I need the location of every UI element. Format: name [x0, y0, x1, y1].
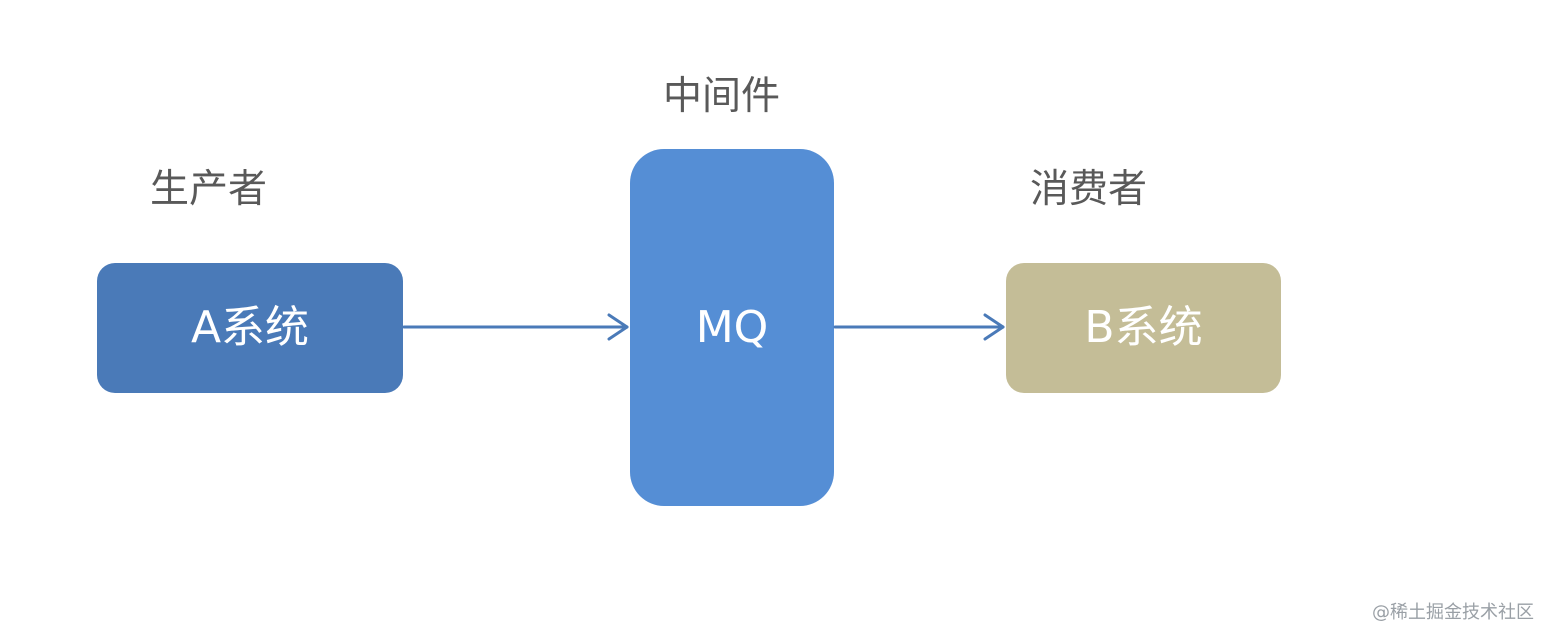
producer-label: 生产者 [150, 167, 268, 212]
middleware-label: 中间件 [663, 74, 781, 119]
b-system-node: B系统 [1006, 263, 1281, 393]
arrow-a-to-mq [402, 313, 629, 341]
consumer-label: 消费者 [1030, 167, 1148, 212]
mq-node: MQ [630, 149, 834, 506]
watermark-text: @稀土掘金技术社区 [1372, 602, 1534, 623]
a-system-node: A系统 [97, 263, 403, 393]
a-system-label: A系统 [190, 302, 310, 353]
arrow-mq-to-b [833, 313, 1005, 341]
b-system-label: B系统 [1084, 302, 1203, 353]
mq-label: MQ [695, 301, 769, 353]
